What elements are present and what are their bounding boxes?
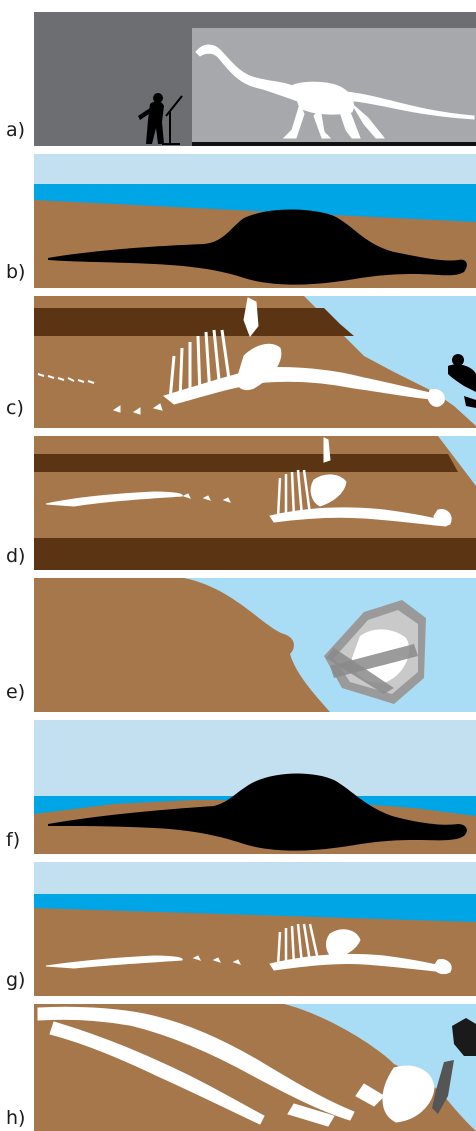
panel-label-f: f) [6,830,20,850]
panel-label-d: d) [6,546,25,566]
panel-label-c: c) [6,398,24,418]
panel-d-strata [34,436,476,570]
panel-label-b: b) [6,262,25,282]
sediment [34,908,476,996]
upper-dark-stratum [34,454,458,472]
panel-label-h: h) [6,1108,25,1128]
panel-label-e: e) [6,682,25,702]
panel-label-a: a) [6,120,25,140]
display-floor [192,142,476,146]
panel-a-museum [34,12,476,146]
panel-b-burial [34,154,476,288]
panel-c-exposure [34,296,476,428]
dark-stratum [34,308,354,336]
panel-f-carcass [34,720,476,854]
lower-dark-stratum [34,538,476,570]
panel-e-rock-block [34,578,476,712]
panel-g-skeleton [34,862,476,996]
panel-h-excavation [34,1004,476,1131]
panel-label-g: g) [6,970,25,990]
